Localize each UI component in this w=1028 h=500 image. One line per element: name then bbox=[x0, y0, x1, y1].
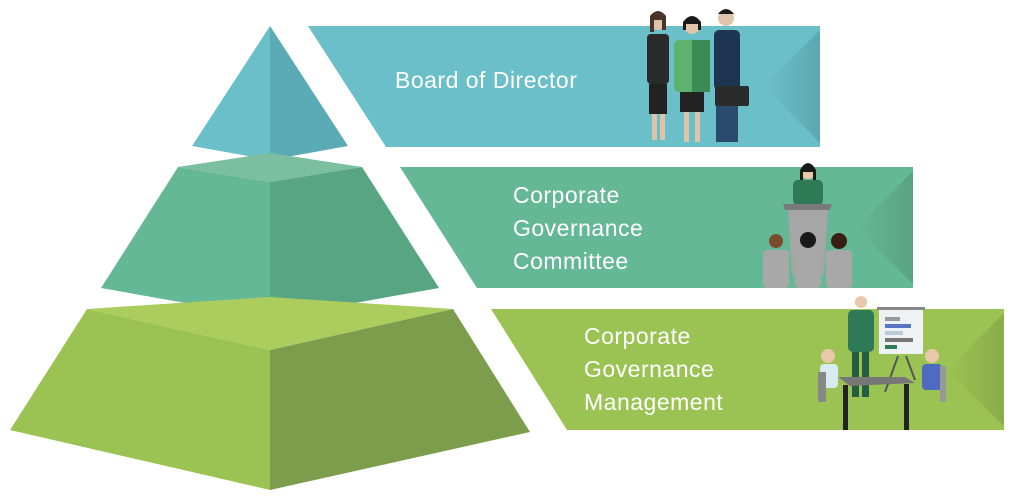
label-line: Committee bbox=[513, 248, 629, 274]
label-line: Management bbox=[584, 389, 724, 415]
label-line: Corporate bbox=[584, 323, 691, 349]
label-line: Governance bbox=[584, 356, 715, 382]
pyramid-tier-top bbox=[192, 26, 348, 160]
meeting-chart-icon bbox=[818, 296, 946, 430]
level-label-board: Board of Director bbox=[395, 64, 577, 97]
label-line: Board of Director bbox=[395, 67, 578, 93]
label-line: Governance bbox=[513, 215, 644, 241]
level-label-management: Corporate Governance Management bbox=[584, 320, 723, 419]
label-line: Corporate bbox=[513, 182, 620, 208]
executives-handshake-icon bbox=[647, 9, 749, 142]
level-label-committee: Corporate Governance Committee bbox=[513, 179, 643, 278]
banner-management bbox=[491, 309, 1004, 430]
pyramid-tier-bottom bbox=[10, 297, 530, 490]
podium-presentation-icon bbox=[763, 163, 852, 288]
pyramid-tier-middle bbox=[101, 153, 439, 318]
